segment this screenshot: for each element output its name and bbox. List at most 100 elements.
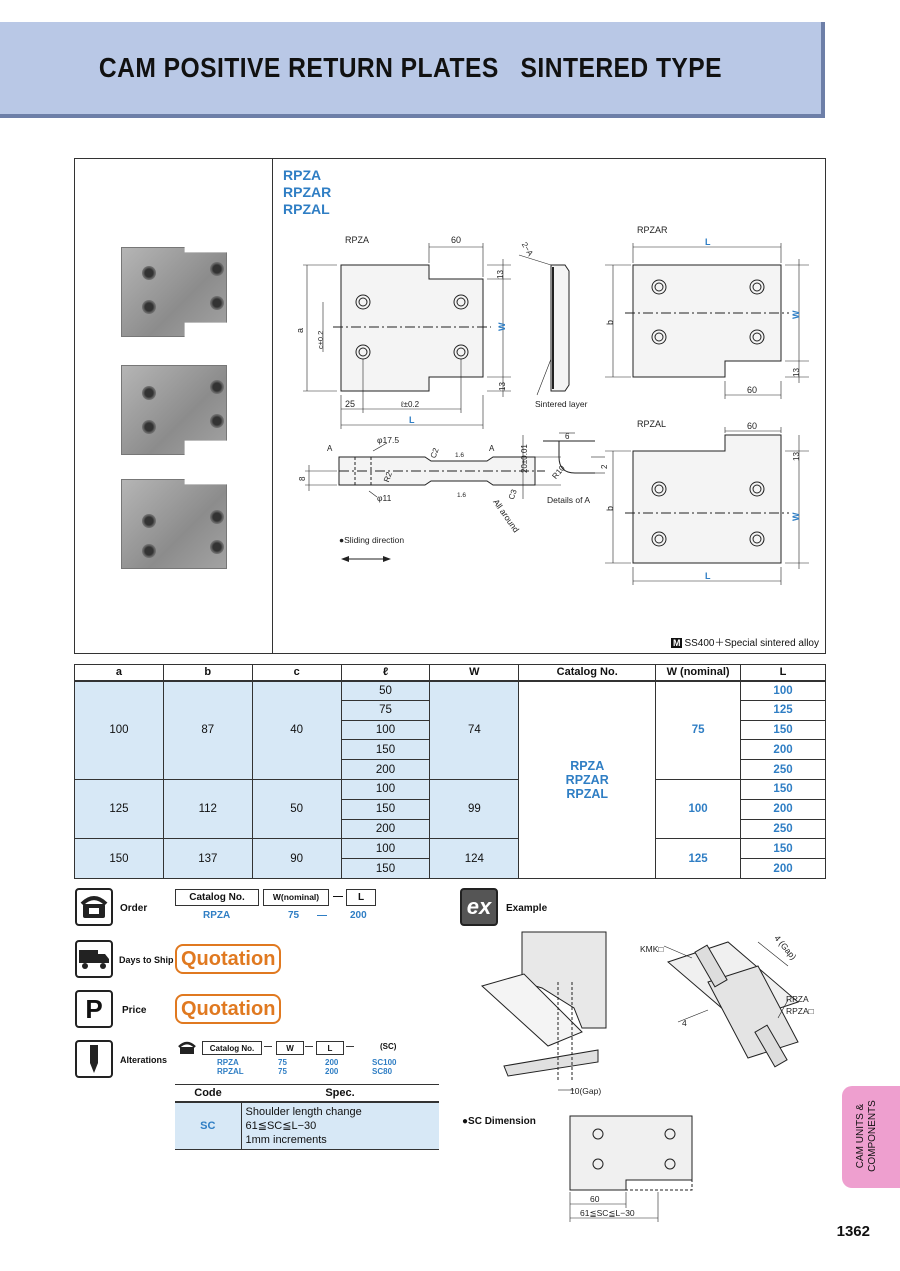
label-rpza: RPZA: [345, 235, 369, 245]
dim-25: 25: [345, 399, 355, 409]
dim-c2: C2: [429, 446, 441, 459]
alt-row1-w: 75: [278, 1058, 287, 1067]
cell-a: 150: [74, 838, 164, 879]
alt-spec-line: Shoulder length change: [245, 1105, 362, 1118]
rpzal-dim-60: 60: [747, 421, 757, 431]
dim-13-bottom: 13: [498, 382, 507, 391]
rpzal-dim-b: b: [605, 506, 615, 511]
alt-spec-line: 61≦SC≦L−30: [245, 1119, 317, 1132]
catalog-rpzar: RPZAR: [565, 772, 609, 787]
table-row: 100 150: [75, 719, 826, 741]
table-row: 150 200: [75, 858, 826, 879]
cell-w: 99: [429, 778, 520, 840]
dim-l: L: [409, 415, 415, 425]
dim-c: c±0.2: [316, 331, 325, 349]
alt-row2-w: 75: [278, 1067, 287, 1076]
order-value-catalog: RPZA: [203, 910, 231, 921]
rpzar-dim-w: W: [791, 310, 801, 319]
table-row: 200 250: [75, 759, 826, 780]
col-b: b: [162, 664, 253, 681]
material-text: SS400＋Special sintered alloy: [684, 638, 819, 649]
cell-c: 40: [251, 680, 342, 780]
days-to-ship-icon: [75, 940, 113, 978]
example-rpza: RPZA: [786, 994, 809, 1004]
cell-l: 75: [340, 699, 431, 721]
finish-top: 1.6: [455, 452, 464, 459]
cell-l: 150: [340, 739, 431, 761]
dim-phi11: φ11: [377, 493, 392, 503]
order-icon: [75, 888, 113, 926]
order-dash: —: [333, 891, 343, 902]
cell-a: 100: [74, 680, 164, 780]
example-gap4: 4 (Gap): [772, 933, 798, 962]
detail-r10: R10: [550, 463, 567, 480]
cell-c: 90: [251, 838, 342, 879]
spec-table: a b c ℓ W Catalog No. W (nominal) L 100 …: [74, 664, 826, 879]
model-rpza: RPZA: [283, 167, 322, 183]
alterations-label: Alterations: [120, 1055, 168, 1065]
sc-dimension-label: ●SC Dimension: [462, 1116, 536, 1127]
rpzar-dim-13: 13: [792, 368, 801, 377]
cell-l: 200: [340, 759, 431, 780]
dim-phi175: φ17.5: [377, 435, 399, 445]
alt-row1-sc: SC100: [372, 1058, 397, 1067]
details-of-a-label: Details of A: [547, 495, 590, 505]
cell-L: 250: [740, 759, 826, 780]
dim-a: a: [295, 328, 305, 333]
alt-dash-1: —: [264, 1042, 272, 1051]
rpzar-dim-l: L: [705, 237, 711, 247]
finish-bottom: 1.6: [457, 492, 466, 499]
alt-dash-2: —: [305, 1042, 313, 1051]
cell-L: 150: [740, 838, 826, 860]
technical-drawing: RPZA RPZAR RPZAL 60 13 13 a c±0.2 W 25 ℓ…: [295, 225, 809, 585]
cell-b: 112: [162, 778, 253, 840]
order-value-l: 200: [350, 910, 367, 921]
days-to-ship-quotation-button[interactable]: Quotation: [175, 944, 282, 974]
col-w-nominal: W (nominal): [655, 664, 742, 681]
cell-b: 137: [162, 838, 253, 879]
alt-dash-3: —: [346, 1042, 354, 1051]
price-quotation-button[interactable]: Quotation: [175, 994, 282, 1024]
cell-w-nominal: 75: [655, 680, 742, 780]
cell-L: 150: [740, 719, 826, 741]
table-row: 150 137 90 100 124 125 150: [74, 838, 826, 879]
sintered-layer-label: Sintered layer: [535, 399, 588, 409]
model-list: RPZA RPZAR RPZAL: [283, 167, 331, 218]
order-label: Order: [120, 903, 148, 914]
table-row: 150 200: [75, 798, 826, 820]
example-label: Example: [506, 903, 548, 914]
dim-13-top: 13: [496, 270, 505, 279]
cell-L: 200: [740, 739, 826, 761]
catalog-rpza: RPZA: [570, 758, 605, 773]
alt-row1-catalog: RPZA: [217, 1058, 239, 1067]
detail-6: 6: [565, 432, 570, 441]
example-icon: ex: [460, 888, 498, 926]
table-row: SC Shoulder length change 61≦SC≦L−30 1mm…: [175, 1101, 439, 1150]
order-header-l: L: [346, 889, 376, 906]
example-rpza-box: RPZA□: [786, 1006, 814, 1016]
cell-w-nominal: 100: [655, 778, 742, 840]
sc-dimension-drawing: 60 61≦SC≦L−30: [569, 1115, 693, 1222]
dim-60-top: 60: [451, 235, 461, 245]
detail-2: 2: [600, 464, 609, 469]
rpzar-dim-b: b: [605, 320, 615, 325]
model-rpzal: RPZAL: [283, 201, 330, 217]
page-number: 1362: [836, 1223, 870, 1240]
order-header-catalog: Catalog No.: [175, 889, 259, 906]
category-tab[interactable]: CAM UNITS & COMPONENTS: [842, 1086, 900, 1188]
cell-l: 100: [340, 838, 431, 860]
order-header-w: W(nominal): [263, 889, 329, 906]
cell-L: 125: [740, 699, 826, 721]
col-a: a: [74, 664, 164, 681]
col-l: ℓ: [340, 664, 431, 681]
dim-8: 8: [298, 476, 307, 481]
example-dim4: 4: [682, 1018, 687, 1028]
rpzal-dim-13: 13: [792, 452, 801, 461]
alt-spec: Shoulder length change 61≦SC≦L−30 1mm in…: [240, 1101, 439, 1150]
cell-l: 150: [340, 858, 431, 879]
alt-row2-sc: SC80: [372, 1067, 393, 1076]
col-L: L: [740, 664, 826, 681]
dim-r2: R2: [382, 470, 394, 483]
cell-catalog: RPZA RPZAR RPZAL: [518, 680, 657, 879]
